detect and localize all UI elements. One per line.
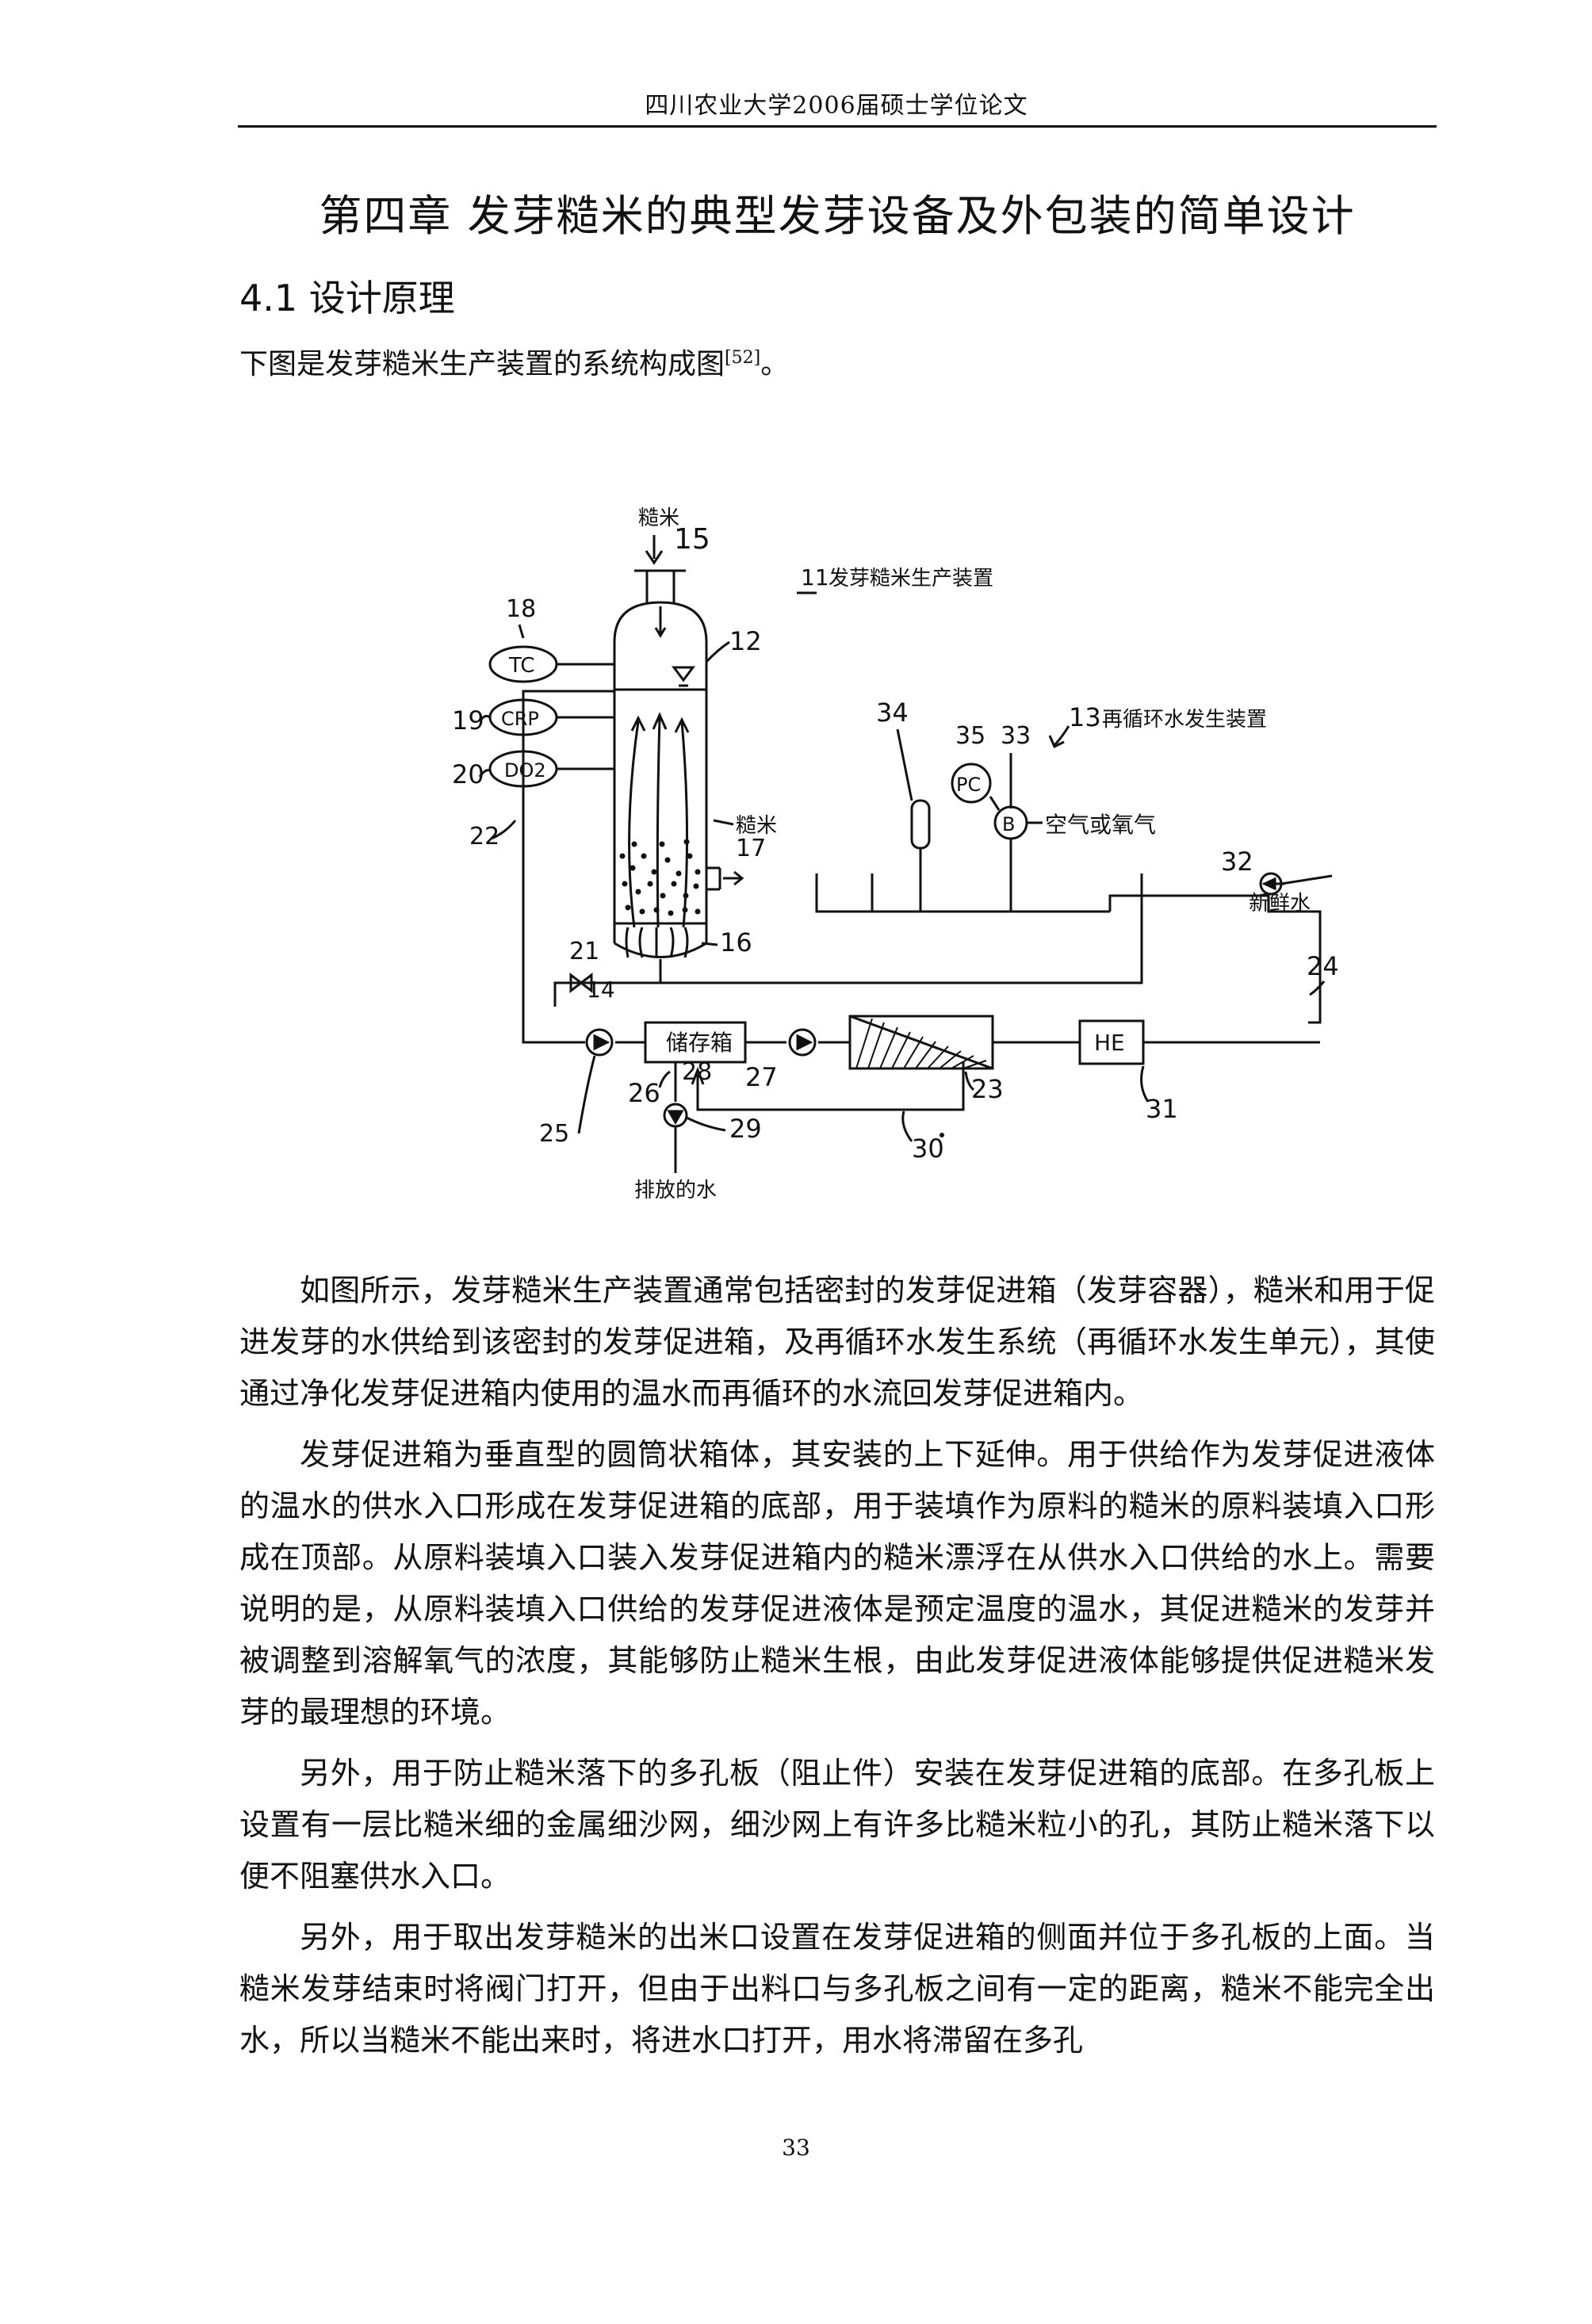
label-20: 20	[452, 759, 484, 789]
label-18: 18	[506, 595, 536, 623]
label-12: 12	[729, 626, 762, 656]
label-17: 17	[736, 835, 766, 862]
body-text: 如图所示，发芽糙米生产装置通常包括密封的发芽促进箱（发芽容器），糙米和用于促进发…	[239, 1265, 1435, 2076]
crp-label: CRP	[501, 708, 539, 730]
pump-27	[788, 1028, 817, 1057]
pc-label: PC	[956, 774, 981, 796]
rice-inlet: 糙米 15	[634, 506, 710, 638]
flow-arrow-middle	[652, 712, 668, 928]
citation-ref: [52]	[725, 348, 761, 368]
figure-intro-end: 。	[760, 348, 790, 380]
gas-controls: 34 35 PC 33 B 空气或氧气 13 再循环水发生装置 32	[876, 698, 1333, 915]
pump-29	[663, 1103, 688, 1128]
rice-inlet-arrow	[645, 535, 664, 565]
rice-outlet-arrow	[723, 870, 744, 886]
legend-11: 11 发芽糙米生产装置	[797, 564, 993, 594]
section-title: 4.1 设计原理	[239, 277, 455, 319]
body-paragraph-4: 另外，用于取出发芽糙米的出米口设置在发芽促进箱的侧面并位于多孔板的上面。当糙米发…	[239, 1920, 1435, 2058]
rice-inlet-label: 糙米	[638, 506, 679, 530]
level-marker	[672, 666, 695, 682]
connector-pipe	[815, 873, 874, 913]
do2-label: DO2	[504, 759, 546, 782]
label-29: 29	[729, 1114, 762, 1144]
rice-inside-label: 糙米	[736, 814, 777, 838]
figure-intro: 下图是发芽糙米生产装置的系统构成图[52]。	[239, 341, 789, 382]
figure-intro-text: 下图是发芽糙米生产装置的系统构成图	[239, 348, 725, 380]
backwash-pipe	[696, 1062, 965, 1111]
flow-arrow-right	[674, 717, 690, 928]
label-33: 33	[1001, 722, 1031, 750]
label-25: 25	[539, 1120, 569, 1148]
label-28: 28	[682, 1058, 712, 1086]
filter-23: 23 30	[848, 1015, 1004, 1164]
he-box	[1078, 1019, 1145, 1065]
label-32: 32	[1221, 847, 1253, 877]
flowmeter-34	[910, 799, 931, 850]
b-label: B	[1002, 813, 1015, 835]
body-paragraph-2: 发芽促进箱为垂直型的圆筒状箱体，其安装的上下延伸。用于供给作为发芽促进液体的温水…	[239, 1437, 1435, 1730]
filter-box	[848, 1015, 994, 1070]
body-paragraph-1: 如图所示，发芽糙米生产装置通常包括密封的发芽促进箱（发芽容器），糙米和用于促进发…	[239, 1273, 1435, 1411]
piping: 22 21	[469, 690, 1322, 1111]
chapter-title: 第四章 发芽糙米的典型发芽设备及外包装的简单设计	[319, 191, 1356, 241]
page-number: 33	[782, 2135, 810, 2161]
return-pipe-left	[522, 690, 614, 1044]
label-30: 30	[912, 1133, 944, 1164]
system-diagram: 糙米 15 11 发芽糙米生产装置	[301, 484, 1533, 1260]
flow-arrow-left	[628, 715, 646, 928]
rice-grains	[619, 839, 701, 916]
legend-13-arrow	[1048, 725, 1070, 749]
storage-tank: 储存箱 26 28 27 25 29 排放的水	[539, 1021, 778, 1202]
system-diagram-svg: 糙米 15 11 发芽糙米生产装置	[452, 506, 1533, 1202]
air-label: 空气或氧气	[1045, 812, 1156, 838]
heat-exchanger: HE 31 24	[1078, 951, 1339, 1124]
header-rule	[238, 125, 1437, 128]
label-23: 23	[971, 1074, 1004, 1104]
storage-label: 储存箱	[666, 1030, 733, 1056]
label-24: 24	[1307, 951, 1339, 981]
label-15: 15	[674, 523, 710, 556]
running-header: 四川农业大学2006届硕士学位论文	[645, 92, 1028, 120]
body-paragraph-3: 另外，用于防止糙米落下的多孔板（阻止件）安装在发芽促进箱的底部。在多孔板上设置有…	[239, 1756, 1435, 1894]
recirc-return-pipe	[660, 873, 1143, 984]
label-21: 21	[569, 938, 599, 965]
tc-label: TC	[508, 654, 535, 678]
germination-vessel: 17 糙米 16 12 14	[587, 601, 777, 1003]
label-16: 16	[720, 927, 752, 958]
storage-box	[644, 1021, 747, 1064]
pump-25	[585, 1028, 614, 1057]
inlet-pipe	[553, 969, 662, 1007]
label-34: 34	[876, 698, 909, 728]
valve-21	[569, 972, 593, 994]
sensors: 18 TC CRP DO2 19 20	[452, 595, 614, 789]
label-13: 13	[1069, 702, 1101, 732]
vessel-body	[613, 601, 708, 943]
fresh-water-pipe	[1108, 894, 1322, 1024]
label-26: 26	[628, 1078, 660, 1108]
label-27: 27	[745, 1062, 778, 1092]
legend-13-text: 再循环水发生装置	[1102, 708, 1267, 732]
pumps	[585, 872, 1283, 1128]
fresh-water-label: 新鲜水	[1249, 892, 1311, 915]
legend-11-text: 发芽糙米生产装置	[829, 567, 993, 591]
label-31: 31	[1146, 1094, 1178, 1124]
drain-label: 排放的水	[634, 1179, 717, 1202]
pc-controller	[951, 763, 992, 804]
vessel-bottom	[614, 942, 707, 958]
label-35: 35	[955, 722, 985, 750]
legend-11-number: 11	[801, 564, 829, 591]
he-label: HE	[1094, 1030, 1125, 1056]
